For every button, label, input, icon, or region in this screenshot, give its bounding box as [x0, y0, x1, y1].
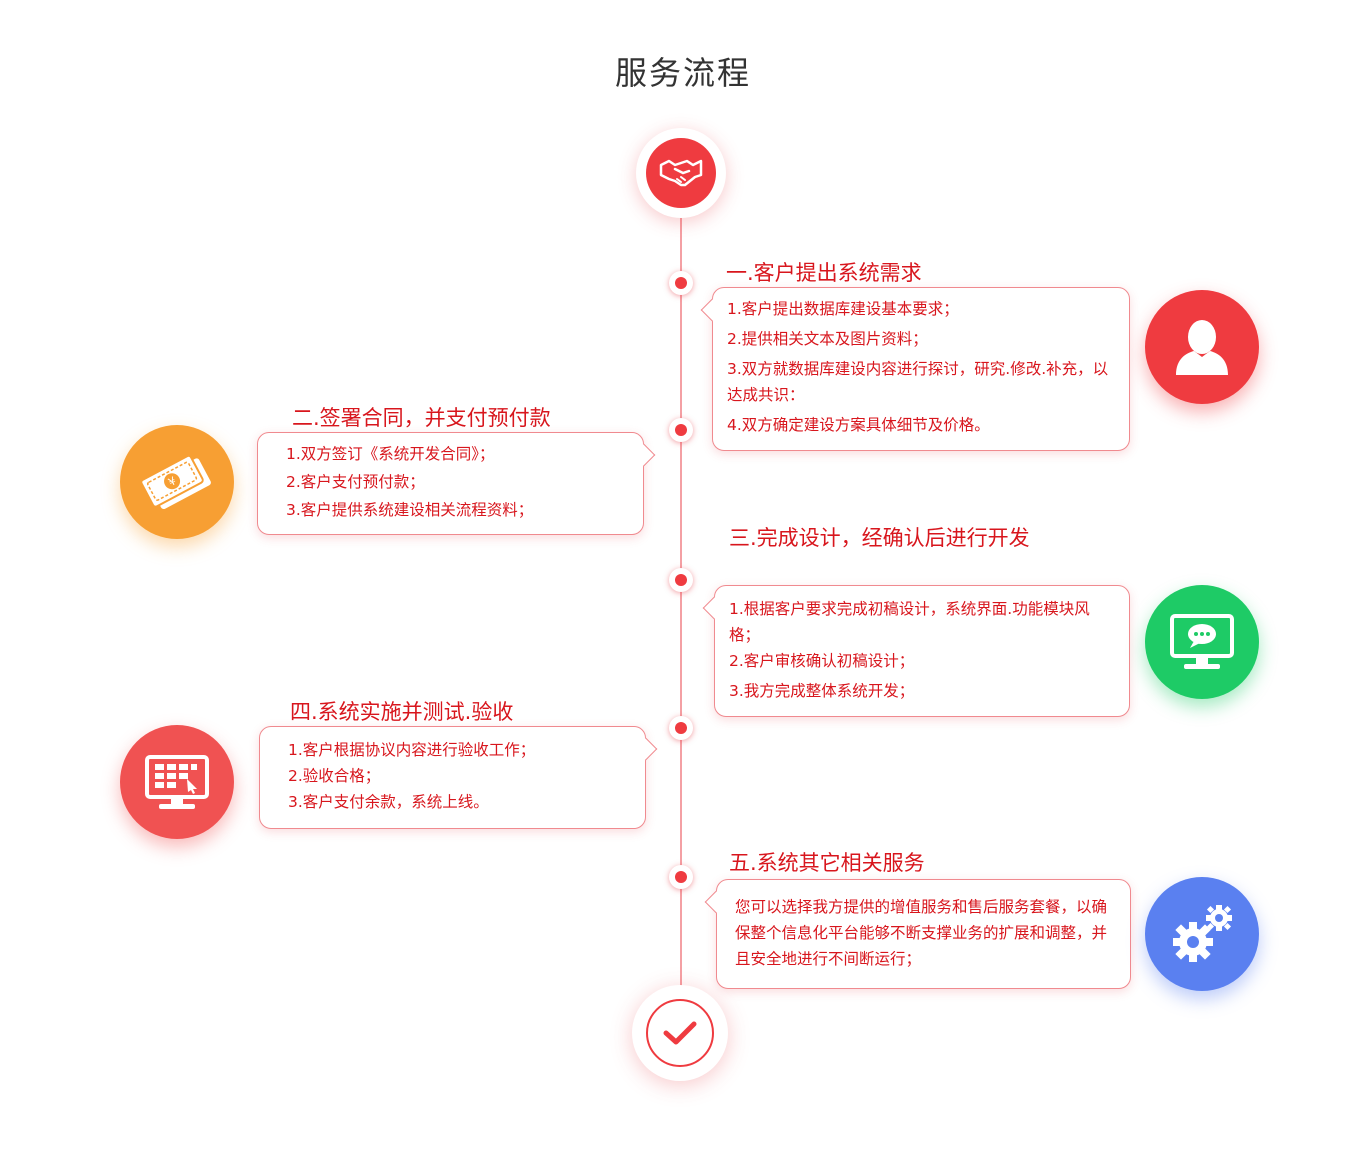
step-2-title: 二.签署合同，并支付预付款	[292, 406, 551, 430]
money-icon: ¥	[140, 454, 211, 510]
step-1-line-2: 2.提供相关文本及图片资料；	[727, 330, 928, 348]
user-icon	[1176, 320, 1228, 375]
step-5-icon-circle	[1145, 877, 1259, 991]
step-4-box: 1.客户根据协议内容进行验收工作； 2.验收合格； 3.客户支付余款，系统上线。	[259, 726, 658, 829]
timeline-dot-1	[669, 271, 693, 295]
end-node	[632, 985, 728, 1081]
step-2-line-3: 3.客户提供系统建设相关流程资料；	[286, 501, 534, 519]
timeline-dot-2	[669, 418, 693, 442]
step-4-icon-circle	[120, 725, 234, 839]
page-title: 服务流程	[614, 54, 751, 92]
step-4-line-2: 2.验收合格；	[288, 767, 381, 785]
start-node	[636, 128, 726, 218]
timeline-dot-4	[669, 716, 693, 740]
monitor-grid-icon	[145, 755, 209, 809]
step-2-line-2: 2.客户支付预付款；	[286, 473, 425, 491]
step-2-icon-circle: ¥	[120, 425, 234, 539]
step-4-title: 四.系统实施并测试.验收	[290, 700, 514, 724]
step-1-line-4: 4.双方确定建设方案具体细节及价格。	[727, 416, 990, 434]
step-1-line-1: 1.客户提出数据库建设基本要求；	[727, 300, 959, 318]
step-3-title: 三.完成设计，经确认后进行开发	[729, 526, 1030, 550]
step-2-box: 1.双方签订《系统开发合同》； 2.客户支付预付款； 3.客户提供系统建设相关流…	[257, 432, 656, 535]
timeline-line	[680, 214, 682, 994]
step-4-line-1: 1.客户根据协议内容进行验收工作；	[288, 741, 536, 759]
monitor-chat-icon	[1170, 614, 1234, 669]
step-1-line-3: 3.双方就数据库建设内容进行探讨，研究.修改.补充，以达成共识：	[727, 360, 1109, 404]
step-3-box: 1.根据客户要求完成初稿设计，系统界面.功能模块风格； 2.客户审核确认初稿设计…	[702, 585, 1130, 717]
gears-icon	[1173, 905, 1232, 962]
step-3-line-1: 1.根据客户要求完成初稿设计，系统界面.功能模块风格；	[729, 600, 1090, 644]
step-3-line-3: 3.我方完成整体系统开发；	[729, 682, 915, 700]
step-3-icon-circle	[1145, 585, 1259, 699]
step-2-line-1: 1.双方签订《系统开发合同》；	[286, 445, 495, 463]
step-5-box: 您可以选择我方提供的增值服务和售后服务套餐，以确保整个信息化平台能够不断支撑业务…	[704, 879, 1131, 989]
step-5-line-1: 您可以选择我方提供的增值服务和售后服务套餐，以确保整个信息化平台能够不断支撑业务…	[735, 898, 1108, 968]
step-4-line-3: 3.客户支付余款，系统上线。	[288, 793, 489, 811]
step-1-title: 一.客户提出系统需求	[726, 261, 922, 285]
check-icon	[646, 999, 714, 1067]
timeline-dot-5	[669, 865, 693, 889]
handshake-icon	[646, 138, 716, 208]
timeline-dot-3	[669, 568, 693, 592]
step-5-title: 五.系统其它相关服务	[729, 851, 925, 875]
step-3-line-2: 2.客户审核确认初稿设计；	[729, 652, 915, 670]
step-1-box: 1.客户提出数据库建设基本要求； 2.提供相关文本及图片资料； 3.双方就数据库…	[700, 287, 1130, 451]
step-1-icon-circle	[1145, 290, 1259, 404]
